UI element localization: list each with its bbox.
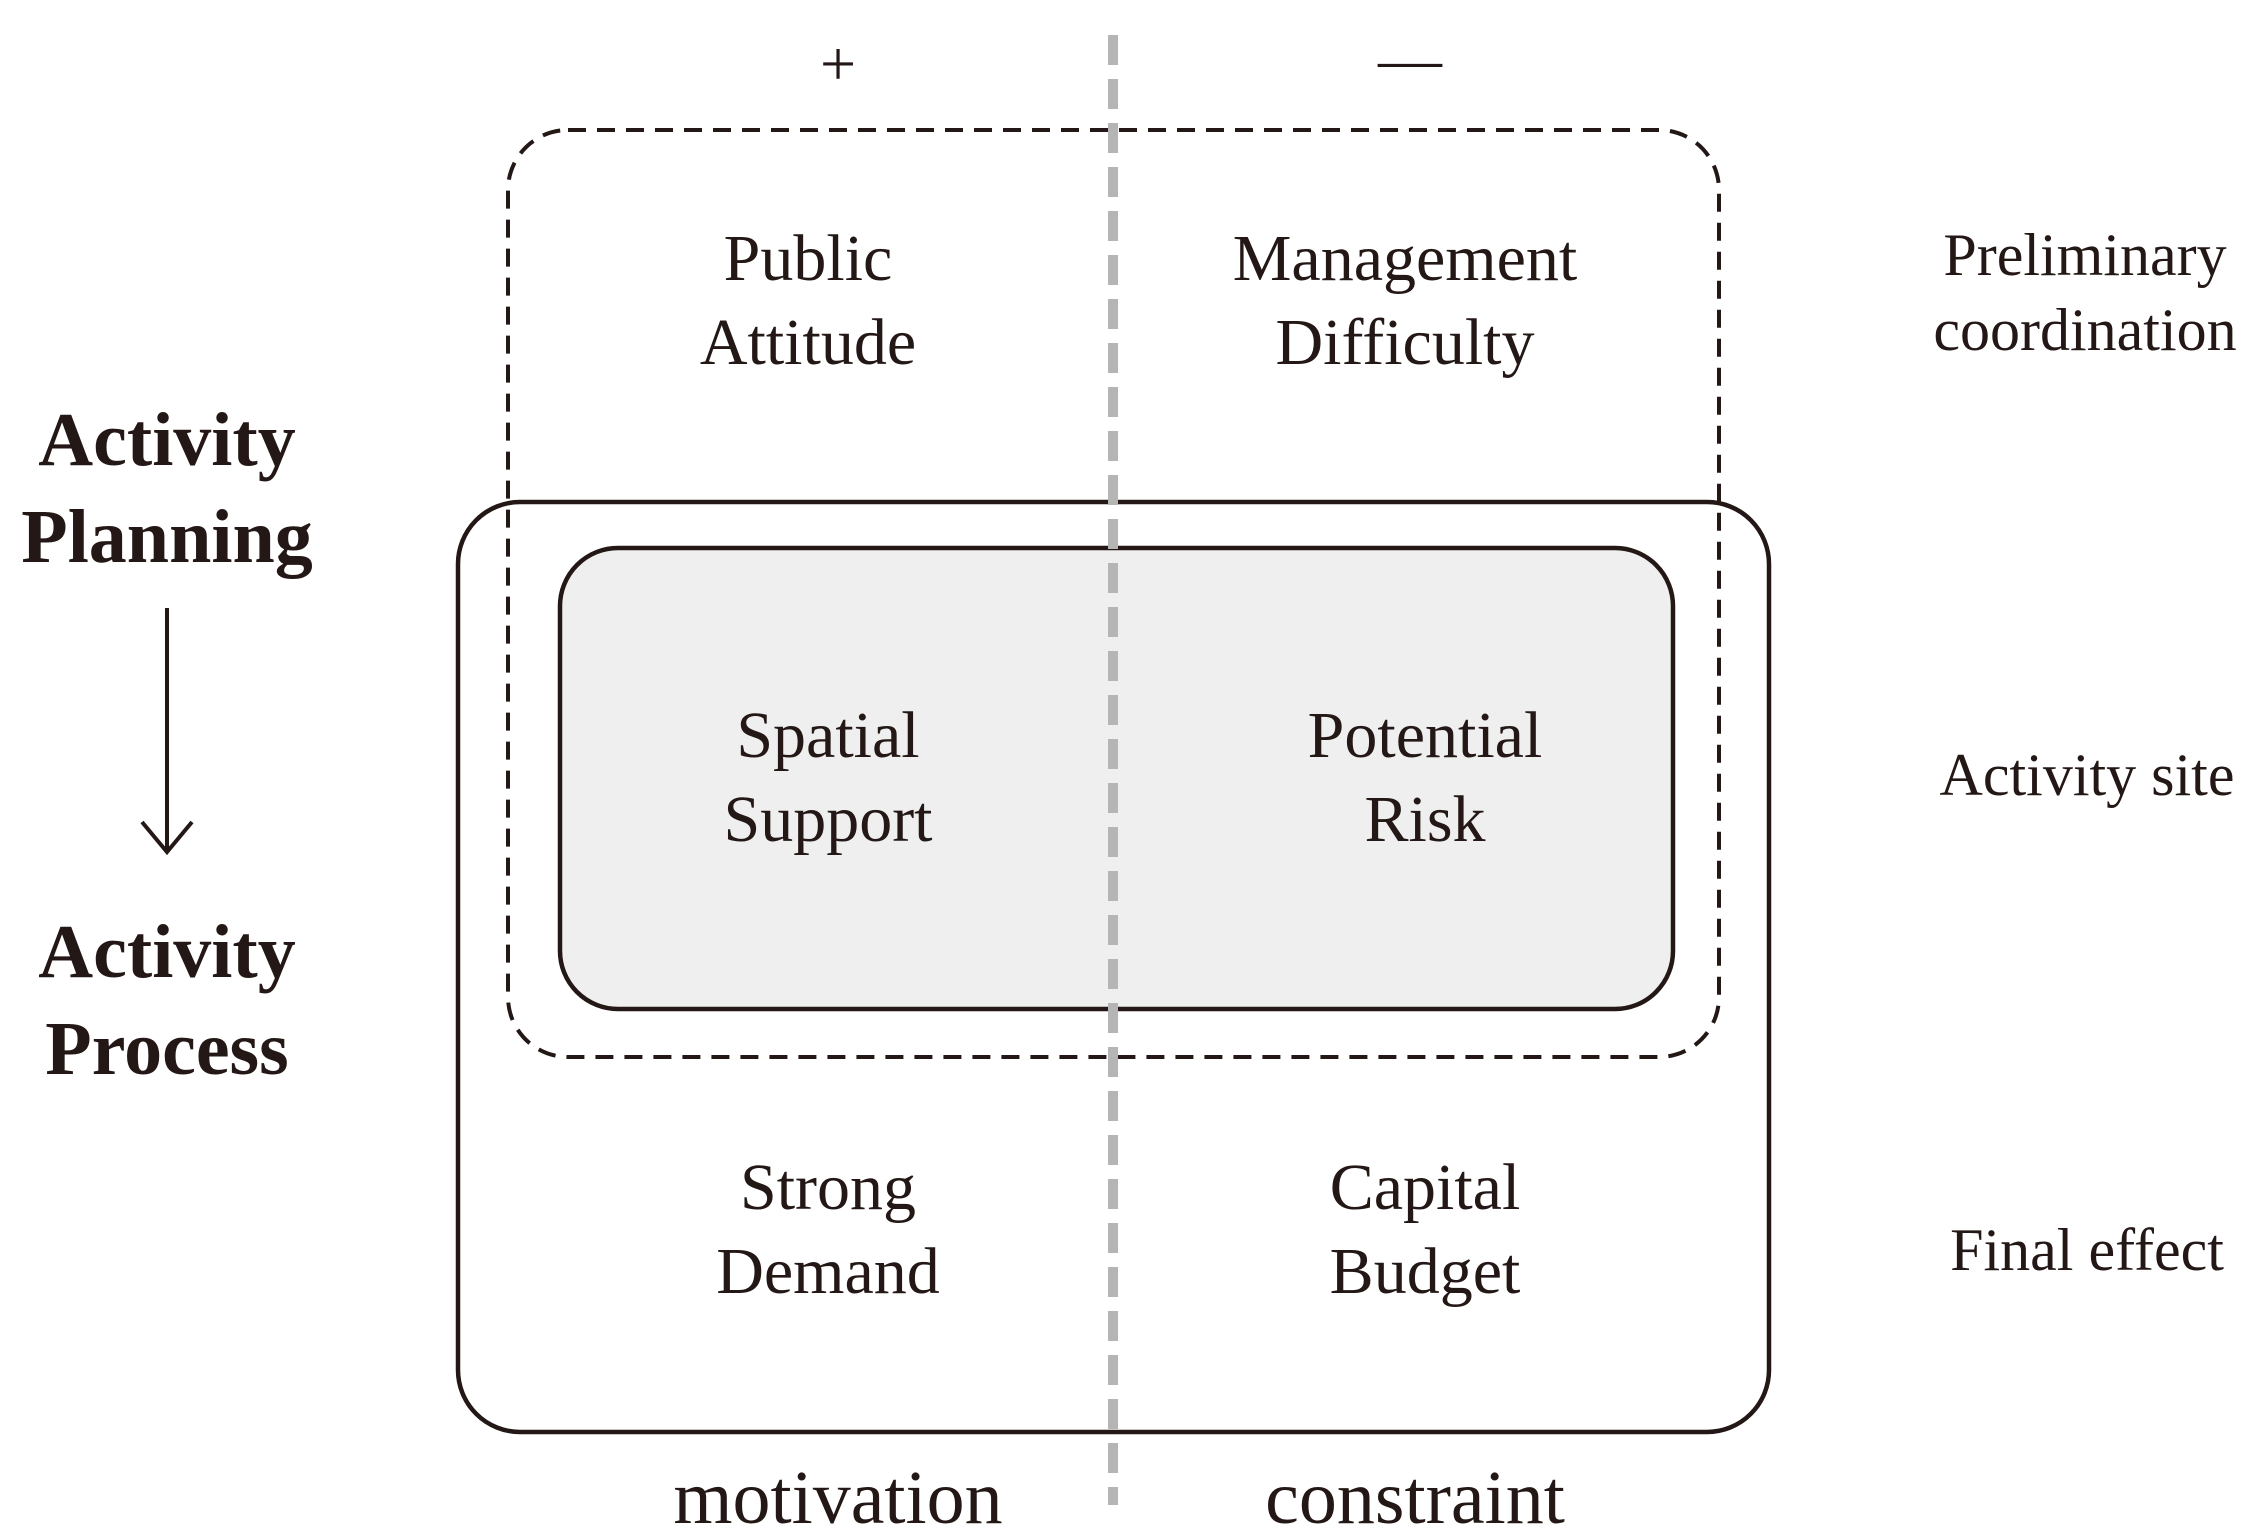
negative-sign: — bbox=[1377, 23, 1443, 94]
management-difficulty-line1: Management bbox=[1233, 222, 1578, 295]
capital-budget-line2: Budget bbox=[1330, 1235, 1521, 1308]
potential-risk-line1: Potential bbox=[1308, 699, 1543, 772]
stage-start-line2: Planning bbox=[21, 495, 312, 579]
spatial-support-line2: Support bbox=[723, 783, 932, 856]
stage-end-line2: Process bbox=[45, 1007, 288, 1091]
level-activity-site: Activity site bbox=[1940, 742, 2235, 808]
level-preliminary-line1: Preliminary bbox=[1943, 222, 2226, 288]
axis-constraint: constraint bbox=[1265, 1456, 1565, 1539]
positive-sign: + bbox=[820, 28, 856, 99]
public-attitude-line2: Attitude bbox=[700, 306, 916, 379]
capital-budget-line1: Capital bbox=[1330, 1151, 1521, 1224]
public-attitude-line1: Public bbox=[724, 222, 893, 295]
stage-start-line1: Activity bbox=[38, 398, 295, 482]
strong-demand-line2: Demand bbox=[716, 1235, 940, 1308]
strong-demand-line1: Strong bbox=[740, 1151, 916, 1224]
level-preliminary-line2: coordination bbox=[1933, 297, 2236, 363]
spatial-support-line1: Spatial bbox=[736, 699, 919, 772]
process-arrow-head bbox=[140, 820, 194, 856]
axis-motivation: motivation bbox=[673, 1456, 1002, 1539]
stage-end-line1: Activity bbox=[38, 910, 295, 994]
potential-risk-line2: Risk bbox=[1364, 783, 1485, 856]
management-difficulty-line2: Difficulty bbox=[1275, 306, 1534, 379]
level-final-effect: Final effect bbox=[1950, 1217, 2224, 1283]
